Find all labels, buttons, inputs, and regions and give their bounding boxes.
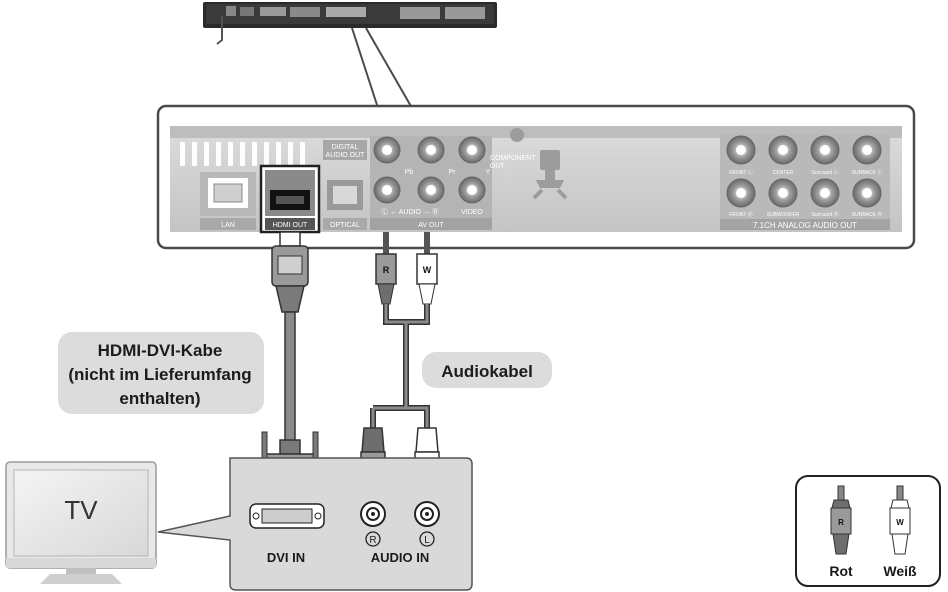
pb-label: Pb	[405, 169, 414, 176]
player-rear-thumbnail	[203, 2, 497, 45]
tv-label: TV	[64, 495, 98, 525]
zoom-lines	[351, 27, 413, 109]
component-out-line2: OUT	[490, 163, 506, 170]
hdmi-out-port: HDMI OUT	[259, 164, 321, 234]
optical-port: DIGITAL AUDIO OUT OPTICAL	[323, 140, 367, 230]
component-out-line1: COMPONENT	[490, 155, 536, 162]
hdmi-dvi-cable-callout: HDMI-DVI-Kabe (nicht im Lieferumfang ent…	[58, 332, 264, 414]
legend-red-label: Rot	[829, 563, 853, 579]
plug-color-legend: R W Rot Weiß	[795, 475, 941, 587]
audio-in-r-mark: R	[369, 535, 376, 546]
audio-cable-callout: Audiokabel	[422, 352, 552, 388]
lan-label: LAN	[221, 222, 235, 229]
center-label: CENTER	[773, 170, 794, 176]
dvi-in-label: DVI IN	[267, 550, 305, 565]
audio-lr-label: Ⓛ ← AUDIO → Ⓡ	[381, 208, 439, 216]
hdmi-out-label: HDMI OUT	[273, 222, 308, 229]
component-out-area: COMPONENT OUT	[490, 128, 568, 200]
surback-r-label: SURBACK Ⓡ	[852, 211, 883, 218]
hdmi-dvi-callout-line2: (nicht im Lieferumfang	[68, 365, 251, 384]
top-plug-r-letter: R	[383, 265, 390, 275]
legend-white-label: Weiß	[883, 563, 917, 579]
digital-audio-out-line2: AUDIO OUT	[326, 152, 366, 159]
component-av-block: Pb Pr Y Ⓛ ← AUDIO → Ⓡ VIDEO AV OUT	[370, 136, 492, 230]
analog-audio-out-label: 7.1CH ANALOG AUDIO OUT	[753, 221, 857, 230]
legend-plug-w-letter: W	[896, 518, 904, 527]
audio-in-label: AUDIO IN	[371, 550, 430, 565]
rear-panel: LAN HDMI OUT DIGITAL AUDIO OUT OPTICAL	[156, 104, 916, 250]
pr-label: Pr	[449, 169, 457, 176]
front-r-label: FRONT Ⓡ	[729, 211, 753, 218]
analog-audio-out-block: FRONT Ⓛ CENTER Surround Ⓛ SURBACK Ⓛ FRON…	[720, 134, 890, 230]
subwoofer-label: SUBWOOFER	[767, 212, 800, 218]
fan-icon	[532, 150, 568, 200]
hdmi-dvi-callout-line3: enthalten)	[119, 389, 200, 408]
optical-label: OPTICAL	[330, 222, 360, 229]
legend-plug-r-letter: R	[838, 518, 844, 527]
video-label: VIDEO	[461, 209, 483, 216]
audio-in-l-mark: L	[424, 535, 430, 546]
surback-l-label: SURBACK Ⓛ	[852, 169, 883, 176]
surround-r-label: Surround Ⓡ	[812, 211, 839, 218]
top-plug-w-letter: W	[423, 265, 432, 275]
hdmi-dvi-callout-line1: HDMI-DVI-Kabe	[98, 341, 223, 360]
av-out-label: AV OUT	[418, 222, 444, 229]
tv-input-panel: DVI IN R L AUDIO IN	[157, 457, 473, 591]
front-l-label: FRONT Ⓛ	[729, 169, 753, 176]
digital-audio-out-line1: DIGITAL	[332, 144, 359, 151]
audio-cable-callout-label: Audiokabel	[441, 362, 533, 381]
lan-port: LAN	[200, 172, 256, 230]
tv-set: TV	[5, 461, 157, 584]
surround-l-label: Surround Ⓛ	[812, 169, 839, 176]
y-label: Y	[486, 169, 491, 176]
